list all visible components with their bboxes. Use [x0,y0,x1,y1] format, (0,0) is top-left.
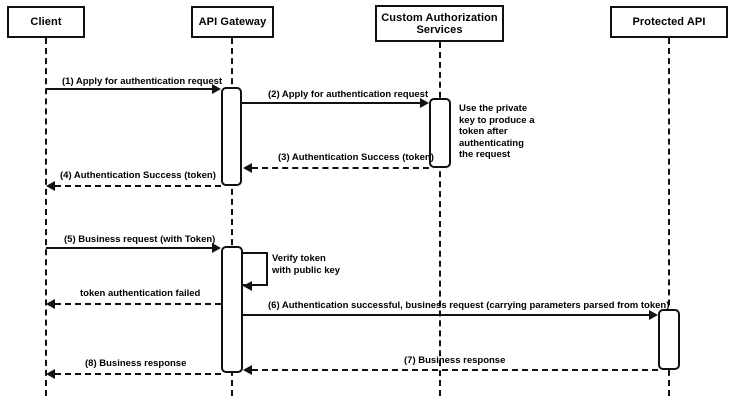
message-label-8: (8) Business response [85,358,187,369]
self-message-label-line1: Verify token [272,253,326,264]
message-label-5: (5) Business request (with Token) [64,234,216,245]
note-private-key-line2: key to produce a [459,114,535,126]
message-arrowhead-6 [649,310,658,320]
message-label-token-auth-failed: token authentication failed [80,288,201,299]
message-label-7: (7) Business response [404,355,506,366]
message-label-6: (6) Authentication successful, business … [268,300,670,311]
message-line-6 [243,314,649,316]
message-label-4: (4) Authentication Success (token) [60,170,216,181]
message-arrowhead-1 [212,84,221,94]
participant-label-authsvc-line1: Custom Authorization [381,11,498,24]
self-message-label-line2: with public key [272,264,341,276]
participant-gateway[interactable]: API Gateway [191,6,274,38]
lifeline-client [45,38,47,396]
note-private-key-line1: Use the private [459,103,528,114]
message-arrowhead-5 [212,243,221,253]
note-private-key: Use the private key to produce a token a… [459,103,539,161]
message-line-7 [252,369,658,371]
message-arrowhead-token-auth-failed [46,299,55,309]
message-line-2 [242,102,420,104]
self-message-arrowhead-verify-token [243,281,252,291]
self-message-label-verify-token: Verify token with public key [272,253,340,276]
participant-authsvc[interactable]: Custom Authorization Services [375,5,504,42]
activation-gateway-business [221,246,243,373]
message-line-8 [55,373,221,375]
participant-label-gateway: API Gateway [198,16,267,28]
lifeline-authsvc [439,42,441,396]
participant-label-authsvc-line2: Services [416,23,463,36]
activation-gateway-auth [221,87,242,186]
message-arrowhead-8 [46,369,55,379]
message-label-1: (1) Apply for authentication request [62,76,223,87]
self-message-verify-token [243,252,268,286]
lifeline-gateway [231,38,233,396]
message-label-2: (2) Apply for authentication request [268,89,429,100]
message-line-3 [252,167,429,169]
message-arrowhead-4 [46,181,55,191]
participant-protected[interactable]: Protected API [610,6,728,38]
message-arrowhead-2 [420,98,429,108]
lifeline-protected [668,38,670,396]
message-line-token-auth-failed [55,303,221,305]
message-arrowhead-7 [243,365,252,375]
message-line-4 [55,185,221,187]
note-private-key-line5: the request [459,149,511,160]
message-line-1 [46,88,212,90]
note-private-key-line4: authenticating [459,137,524,149]
participant-label-client: Client [30,16,62,28]
message-line-5 [46,247,212,249]
message-arrowhead-3 [243,163,252,173]
activation-authsvc-token [429,98,451,168]
message-label-3: (3) Authentication Success (token) [278,152,434,163]
activation-protected-api [658,309,680,370]
participant-client[interactable]: Client [7,6,85,38]
note-private-key-line3: token after [459,126,508,137]
participant-label-protected: Protected API [632,16,706,28]
